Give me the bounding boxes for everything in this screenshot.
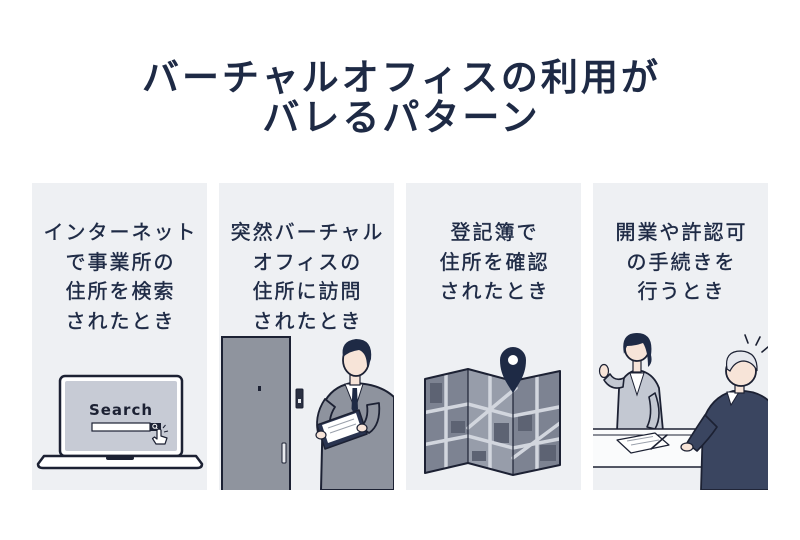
laptop-screen bbox=[65, 381, 177, 451]
pen-icon bbox=[650, 434, 668, 450]
location-pin-hole bbox=[508, 355, 518, 365]
map-road bbox=[466, 386, 518, 430]
surprise-lines-icon bbox=[744, 334, 768, 353]
page-title: バーチャルオフィスの利用が バレるパターン bbox=[0, 58, 800, 138]
caption-line: 突然バーチャル bbox=[230, 220, 385, 244]
caption-line: で事業所の bbox=[65, 249, 176, 274]
search-button bbox=[150, 423, 161, 431]
necktie bbox=[351, 388, 358, 414]
map-block bbox=[518, 415, 532, 431]
page-title-line-1: バーチャルオフィスの利用が bbox=[142, 56, 661, 99]
laptop-base-notch bbox=[106, 456, 134, 460]
document-icon bbox=[616, 432, 670, 454]
surprise-line bbox=[755, 336, 761, 346]
map-roads bbox=[425, 369, 560, 475]
caption-line: 住所を検索 bbox=[65, 279, 176, 303]
map-icon bbox=[424, 368, 561, 476]
map-block bbox=[472, 451, 486, 461]
visitor-man bbox=[315, 339, 394, 490]
office-consultation-illustration bbox=[593, 333, 768, 490]
door-handle bbox=[281, 442, 287, 464]
map-block bbox=[540, 445, 556, 461]
staff-woman bbox=[598, 333, 664, 432]
page-title-line-2: バレるパターン bbox=[262, 96, 541, 139]
location-pin bbox=[500, 347, 526, 393]
magnifier-lens bbox=[152, 423, 158, 429]
hair bbox=[342, 339, 372, 367]
man-jacket bbox=[700, 389, 768, 490]
customer-man bbox=[680, 334, 768, 490]
caption-line: されたとき bbox=[65, 308, 176, 333]
clipboard-icon bbox=[316, 409, 368, 450]
intercom-body bbox=[295, 388, 304, 409]
search-bar bbox=[91, 422, 161, 432]
door-icon bbox=[221, 336, 291, 490]
caption-line: 開業や許認可 bbox=[615, 220, 748, 244]
left-hand bbox=[315, 430, 327, 440]
panel-caption: 登記簿で 住所を確認 されたとき bbox=[406, 218, 581, 307]
man-hair bbox=[725, 350, 758, 372]
panel-internet-search: インターネット で事業所の 住所を検索 されたとき Search bbox=[32, 183, 207, 490]
right-hand bbox=[356, 423, 368, 433]
door-panel bbox=[221, 336, 291, 490]
intercom-button bbox=[298, 399, 301, 403]
click-spark bbox=[162, 424, 166, 429]
caption-line: されたとき bbox=[252, 308, 363, 333]
paper-line bbox=[327, 418, 355, 429]
location-pin-icon bbox=[500, 347, 526, 393]
map-with-location-pin-illustration bbox=[424, 347, 561, 476]
caption-line: 住所に訪問 bbox=[252, 279, 363, 303]
document-line bbox=[630, 439, 660, 446]
panel-caption: インターネット で事業所の 住所を検索 されたとき bbox=[32, 218, 207, 336]
intercom-icon bbox=[295, 388, 304, 409]
caption-line: オフィスの bbox=[252, 249, 363, 274]
map-block bbox=[494, 423, 509, 443]
panel-caption: 開業や許認可 の手続きを 行うとき bbox=[593, 218, 768, 307]
man-collar bbox=[726, 391, 740, 407]
caption-line: インターネット bbox=[43, 220, 198, 244]
click-spark bbox=[163, 430, 169, 433]
man-sleeve bbox=[686, 414, 718, 452]
surprise-line bbox=[761, 346, 768, 353]
laptop-search-illustration: Search bbox=[36, 374, 204, 470]
man-hand bbox=[680, 442, 694, 452]
caption-line: 登記簿で bbox=[450, 220, 539, 244]
pointer-hand-icon bbox=[151, 423, 169, 445]
door-keyhole bbox=[258, 386, 261, 391]
paper-line bbox=[329, 423, 357, 434]
laptop-icon bbox=[36, 374, 204, 470]
map-outline bbox=[424, 368, 561, 476]
panel-registry-check: 登記簿で 住所を確認 されたとき bbox=[406, 183, 581, 490]
pointer-hand bbox=[151, 428, 168, 445]
woman-hair bbox=[623, 333, 652, 367]
laptop-base bbox=[36, 454, 204, 470]
woman-blouse bbox=[629, 372, 645, 397]
search-label: Search bbox=[89, 401, 153, 419]
caption-line: されたとき bbox=[439, 279, 550, 303]
clipboard-paper bbox=[322, 413, 362, 443]
caption-line: 住所を確認 bbox=[439, 249, 550, 274]
woman-raised-sleeve bbox=[603, 373, 625, 389]
surprise-line bbox=[744, 334, 749, 344]
visitor-at-door-illustration bbox=[221, 336, 394, 490]
caption-line: の手続きを bbox=[626, 249, 737, 274]
map-road bbox=[511, 421, 560, 460]
panel-license-procedure: 開業や許認可 の手続きを 行うとき bbox=[593, 183, 768, 490]
caption-line: 行うとき bbox=[637, 279, 726, 303]
map-block bbox=[430, 383, 442, 403]
map-blocks bbox=[430, 383, 556, 461]
woman-raised-hand bbox=[598, 363, 610, 379]
document-line bbox=[626, 436, 654, 442]
panel-sudden-visit: 突然バーチャル オフィスの 住所に訪問 されたとき bbox=[219, 183, 394, 490]
panel-caption: 突然バーチャル オフィスの 住所に訪問 されたとき bbox=[219, 218, 394, 336]
map-block bbox=[451, 421, 465, 433]
woman-desk-sleeve bbox=[646, 392, 660, 430]
search-input bbox=[91, 422, 151, 432]
